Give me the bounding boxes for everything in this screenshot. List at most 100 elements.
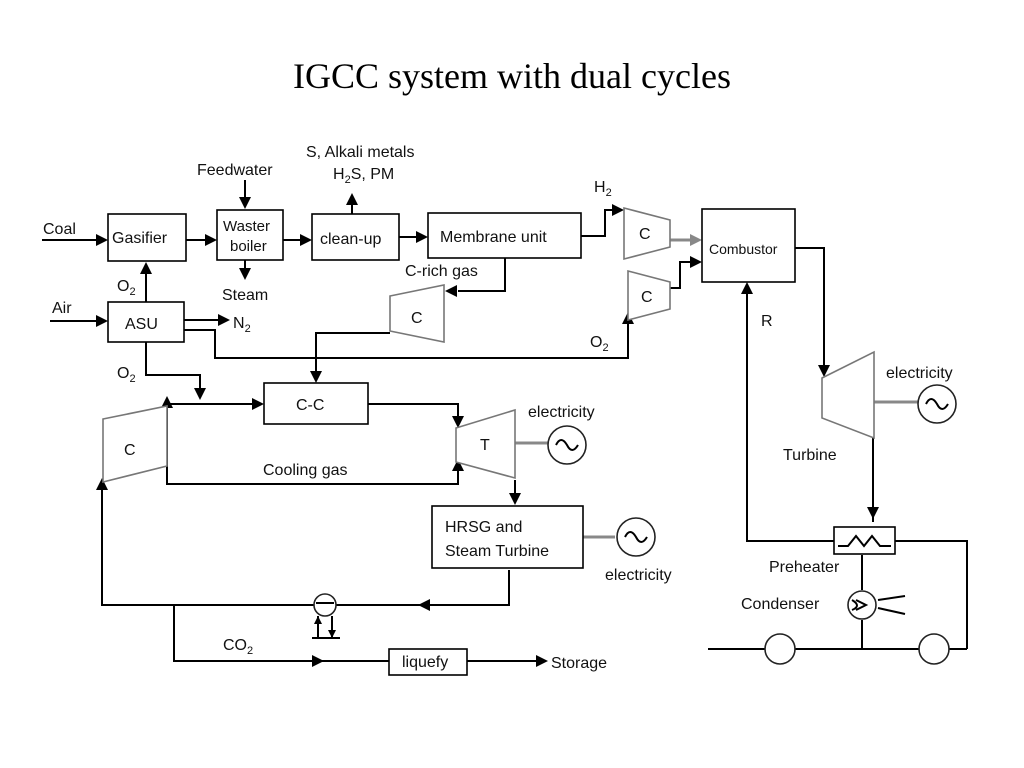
- combustor-box: [701, 208, 796, 283]
- flow-lines: [42, 180, 968, 662]
- coal-label: Coal: [43, 221, 76, 238]
- turbine-electricity-label: electricity: [528, 404, 595, 421]
- h2-compressor-label: C: [639, 226, 651, 243]
- crich-compressor-to-cc-line: [315, 332, 390, 375]
- h2-label: H2: [594, 179, 612, 199]
- co2-label: CO2: [223, 637, 253, 657]
- sulfur-arrowhead: [346, 193, 358, 205]
- h2s-pm-label: H2S, PM: [333, 166, 394, 186]
- main-turbine: [821, 350, 875, 440]
- feedwater-arrowhead: [239, 197, 251, 209]
- waster-boiler-box: [216, 209, 284, 261]
- asu-box: [107, 301, 185, 343]
- combustor-label: Combustor: [709, 241, 778, 257]
- o2-combustor-label: O2: [590, 334, 609, 354]
- crich-compressor: [389, 284, 445, 343]
- cycle-compressor-label: C: [124, 442, 136, 459]
- hrsg-label-1: HRSG and: [445, 519, 522, 536]
- preheater-coil: [838, 534, 891, 548]
- condenser-label: Condenser: [741, 596, 820, 613]
- combustor-to-turbine-line: [795, 247, 825, 368]
- asu-n2-to-o2-compressor-line: [184, 322, 629, 359]
- c-rich-gas-label: C-rich gas: [405, 263, 478, 280]
- r-label: R: [761, 313, 773, 330]
- loop-return-arrowhead: [418, 599, 430, 611]
- coal-arrowhead: [96, 234, 108, 246]
- separator-up-arrow: [314, 616, 322, 624]
- o2-cc-label: O2: [117, 365, 136, 385]
- asu-label: ASU: [125, 316, 158, 333]
- n2-label: N2: [233, 315, 251, 335]
- main-generator-wave: [925, 398, 949, 410]
- s-alkali-label: S, Alkali metals: [306, 144, 414, 161]
- waster-label: Waster: [223, 218, 270, 235]
- separator-circle: [313, 593, 337, 617]
- liquefy-label: liquefy: [402, 654, 448, 671]
- cycle-compressor: [102, 405, 168, 484]
- compressor-top-arrowhead: [161, 396, 173, 408]
- cleanup-box: [311, 213, 400, 261]
- air-arrowhead: [96, 315, 108, 327]
- membrane-to-h2-line: [581, 209, 615, 237]
- compressor-bottom-arrowhead: [96, 478, 108, 490]
- boiler-label: boiler: [230, 238, 267, 255]
- cycle-turbine: [455, 408, 516, 480]
- condenser-circle: [847, 590, 877, 620]
- t-label: T: [480, 437, 490, 454]
- h2-compressor: [623, 206, 671, 261]
- main-electricity-label: electricity: [886, 365, 953, 382]
- preheater-box: [833, 526, 896, 555]
- cc-box: [263, 382, 369, 425]
- o2-compressor-label: C: [641, 289, 653, 306]
- h2-arrowhead: [612, 204, 624, 216]
- hrsg-label-2: Steam Turbine: [445, 543, 549, 560]
- o2-combustor-arrowhead: [690, 256, 702, 268]
- storage-arrowhead: [536, 655, 548, 667]
- asu-o2-to-cc-line: [145, 342, 201, 390]
- combustor-turbine-arrowhead: [818, 365, 830, 377]
- gasifier-boiler-arrowhead: [205, 234, 217, 246]
- cc-label: C-C: [296, 397, 324, 414]
- condenser-cooling-in: [877, 595, 906, 601]
- separator-down-arrow: [328, 630, 336, 638]
- o2-gasifier-label: O2: [117, 278, 136, 298]
- cooling-gas-label: Cooling gas: [263, 462, 348, 479]
- hrsg-generator-wave: [624, 531, 648, 543]
- o2-cc-arrowhead: [194, 388, 206, 400]
- crich-arrowhead: [445, 285, 457, 297]
- co2-line: [173, 605, 389, 662]
- o2-compressor-to-combustor-line: [670, 261, 693, 289]
- preheater-to-right-loop-line: [895, 540, 968, 649]
- condenser-cooling-out: [877, 607, 906, 615]
- membrane-unit-box: [427, 212, 582, 259]
- gasifier-label: Gasifier: [112, 230, 168, 247]
- h2-combustor-arrowhead: [690, 234, 702, 246]
- steam-arrowhead: [239, 268, 251, 280]
- turbine-label: Turbine: [783, 447, 837, 464]
- n2-arrowhead: [218, 314, 230, 326]
- cc-turbine-arrowhead: [452, 416, 464, 428]
- unit-boxes: [107, 208, 896, 676]
- hrsg-electricity-label: electricity: [605, 567, 672, 584]
- machines: [102, 206, 875, 484]
- pump-right: [918, 633, 950, 665]
- steam-label: Steam: [222, 287, 268, 304]
- recycle-cc-arrowhead: [252, 398, 264, 410]
- hrsg-box: [431, 505, 584, 569]
- storage-label: Storage: [551, 655, 607, 672]
- pump-left: [764, 633, 796, 665]
- labels: Coal Air Gasifier ASU O2 O2 Feedwater Wa…: [43, 144, 953, 672]
- air-label: Air: [52, 300, 72, 317]
- generators: [312, 384, 957, 665]
- o2-compressor: [627, 269, 671, 322]
- boiler-cleanup-arrowhead: [300, 234, 312, 246]
- co2-arrowhead: [312, 655, 324, 667]
- preheater-label: Preheater: [769, 559, 840, 576]
- preheater-to-combustor-r-line: [746, 290, 834, 542]
- cc-to-turbine-line: [368, 403, 459, 420]
- r-arrowhead: [741, 282, 753, 294]
- o2-gasifier-arrowhead: [140, 262, 152, 274]
- crich-compressor-label: C: [411, 310, 423, 327]
- cooling-turbine-arrowhead: [452, 459, 464, 471]
